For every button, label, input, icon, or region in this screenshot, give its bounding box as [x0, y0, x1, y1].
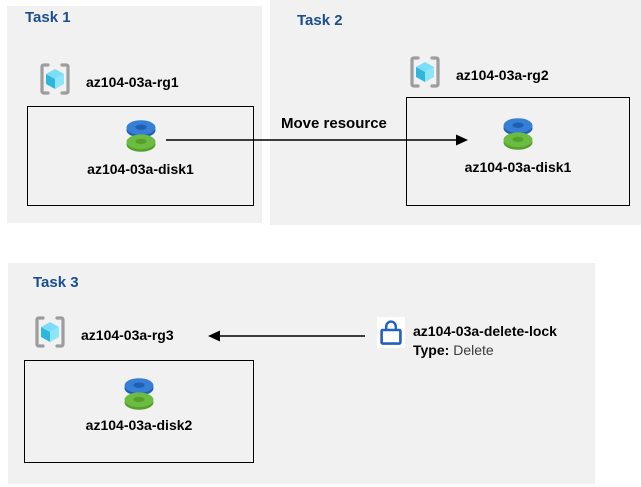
task2-resource-group: az104-03a-rg2	[406, 53, 549, 96]
disk-name: az104-03a-disk2	[85, 417, 193, 433]
task3-resource-box: az104-03a-disk2	[24, 360, 254, 463]
resource-group-icon	[36, 60, 74, 103]
resource-group-name: az104-03a-rg1	[86, 73, 179, 90]
task1-resource-box: az104-03a-disk1	[27, 106, 254, 206]
disk-name: az104-03a-disk1	[464, 159, 572, 175]
lock-type-line: Type: Delete	[413, 341, 557, 360]
disk-icon	[122, 374, 156, 416]
task1-panel: Task 1 az104-03a-rg1	[7, 6, 262, 223]
disk-icon	[124, 116, 158, 158]
task2-resource-box: az104-03a-disk1	[406, 97, 630, 206]
lock-icon	[377, 317, 405, 348]
task2-panel: Task 2 az104-03a-rg2	[270, 0, 641, 225]
move-resource-label: Move resource	[281, 115, 387, 132]
lock-type-value: Delete	[453, 342, 494, 358]
resource-group-name: az104-03a-rg2	[456, 66, 549, 83]
lock-name: az104-03a-delete-lock	[413, 323, 557, 339]
task2-title: Task 2	[297, 12, 343, 29]
task1-title: Task 1	[25, 9, 71, 26]
task1-resource-group: az104-03a-rg1	[36, 60, 179, 103]
lock-type-label: Type:	[413, 342, 450, 358]
disk-icon	[501, 114, 535, 156]
lock-caption: az104-03a-delete-lock Type: Delete	[413, 322, 557, 360]
resource-group-icon	[406, 53, 444, 96]
task3-resource-group: az104-03a-rg3	[31, 313, 174, 356]
disk-name: az104-03a-disk1	[87, 161, 194, 177]
resource-group-name: az104-03a-rg3	[81, 326, 174, 343]
resource-group-icon	[31, 313, 69, 356]
task3-panel: Task 3 az104-03a-rg3	[8, 263, 595, 484]
task3-title: Task 3	[33, 274, 79, 291]
